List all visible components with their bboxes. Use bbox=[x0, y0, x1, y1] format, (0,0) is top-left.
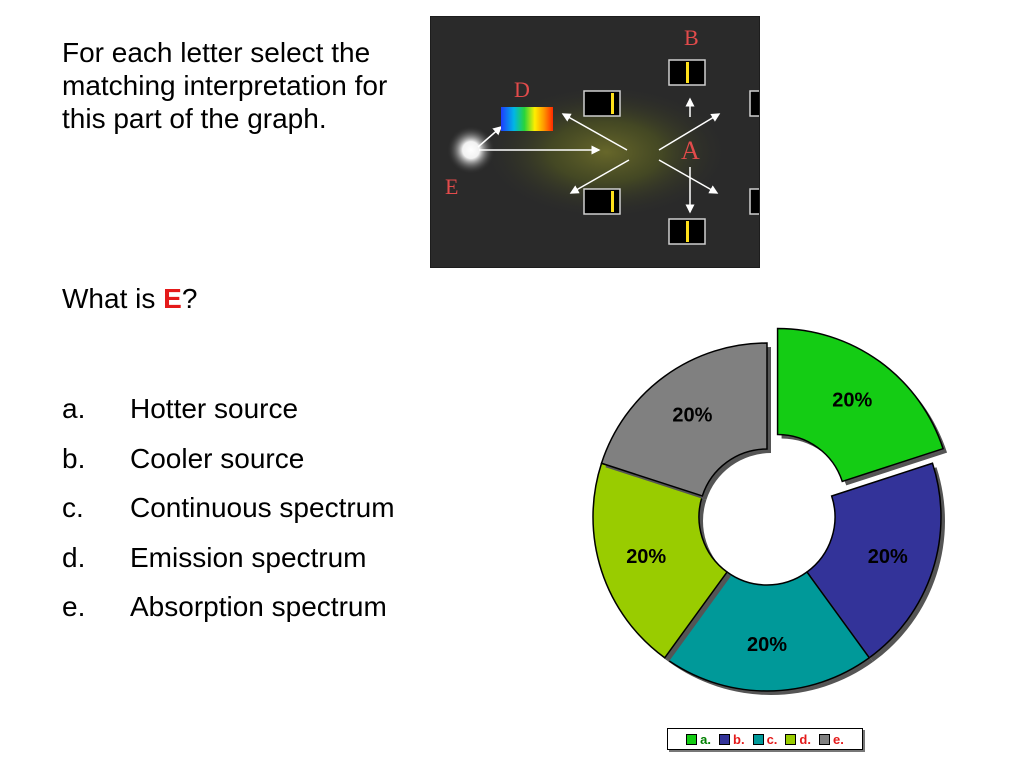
legend-swatch-c bbox=[752, 733, 764, 745]
label-e: E bbox=[445, 174, 458, 199]
ray-lower-left bbox=[569, 159, 630, 194]
emission-lines bbox=[611, 62, 689, 242]
legend-item-e: e. bbox=[818, 731, 844, 747]
answer-letter: e. bbox=[62, 591, 86, 622]
label-b: B bbox=[684, 25, 699, 50]
legend-item-b: b. bbox=[719, 732, 745, 747]
legend-label-c: c. bbox=[766, 731, 778, 747]
answer-letter: c. bbox=[62, 492, 84, 523]
ray-upper-left bbox=[561, 113, 628, 151]
answer-text: Continuous spectrum bbox=[130, 492, 395, 523]
legend-label-d: d. bbox=[799, 731, 811, 747]
question-line: What is E? bbox=[62, 282, 197, 315]
emission-box-lower-left bbox=[583, 188, 621, 215]
slice-e bbox=[600, 342, 768, 497]
answer-text: Absorption spectrum bbox=[130, 591, 387, 622]
answer-text: Emission spectrum bbox=[130, 541, 367, 573]
donut-slice-a: 20% bbox=[776, 327, 948, 486]
donut-slice-c: 20% bbox=[663, 570, 874, 695]
label-a: A bbox=[681, 136, 700, 165]
answer-letter: a. bbox=[62, 393, 86, 424]
question-highlight-letter: E bbox=[163, 283, 182, 314]
answer-letter: d. bbox=[62, 541, 86, 573]
legend-swatch-a bbox=[686, 733, 698, 745]
donut-slice-d: 20% bbox=[592, 462, 732, 662]
emission-box-lower-right bbox=[749, 188, 759, 215]
answer-text: Cooler source bbox=[130, 442, 305, 474]
question-suffix: ? bbox=[181, 283, 198, 314]
slice-b bbox=[805, 462, 942, 659]
slice-a bbox=[776, 327, 945, 483]
legend-label-e: e. bbox=[832, 731, 844, 747]
legend-label-b: b. bbox=[733, 731, 745, 747]
spectra-diagram-svg: B D C A E bbox=[445, 25, 759, 245]
ray-lower-right bbox=[658, 159, 719, 194]
data-label: 20% bbox=[626, 546, 666, 568]
donut-slice-e: 20% bbox=[600, 342, 771, 500]
spectrum-d bbox=[501, 107, 553, 131]
donut-slice-b: 20% bbox=[805, 462, 945, 662]
data-label: 20% bbox=[747, 634, 787, 656]
emission-box-upper-right bbox=[749, 90, 759, 117]
answer-text: Hotter source bbox=[130, 393, 299, 424]
legend-swatch-d bbox=[785, 733, 797, 745]
question-prefix: What is bbox=[62, 283, 164, 314]
emission-line bbox=[611, 191, 614, 212]
legend-item-d: d. bbox=[785, 732, 811, 747]
ray-to-d bbox=[477, 126, 503, 148]
emission-line bbox=[686, 62, 689, 83]
legend-swatch-e bbox=[818, 733, 830, 745]
ray-upper-right bbox=[658, 113, 721, 151]
answer-distribution-chart: 20% 20% 20% 20% 20% bbox=[585, 305, 955, 705]
answer-option-e[interactable]: e. Absorption spectrum bbox=[62, 582, 395, 632]
data-label: 20% bbox=[832, 390, 872, 412]
legend-item-a: a. bbox=[686, 732, 711, 747]
legend-item-c: c. bbox=[752, 731, 778, 747]
star-source bbox=[447, 126, 495, 174]
emission-line bbox=[611, 93, 614, 114]
label-d: D bbox=[514, 77, 530, 102]
spectra-diagram: B D C A E bbox=[431, 17, 759, 267]
donut-chart-svg: 20% 20% 20% 20% 20% bbox=[592, 327, 948, 695]
answer-option-a[interactable]: a. Hotter source bbox=[62, 384, 395, 434]
answer-option-c[interactable]: c. Continuous spectrum bbox=[62, 483, 395, 533]
legend-label-a: a. bbox=[700, 731, 712, 747]
chart-legend: a. b. c. d. e. bbox=[667, 728, 863, 750]
emission-line bbox=[686, 221, 689, 242]
answer-option-d[interactable]: d. Emission spectrum bbox=[62, 533, 395, 583]
answer-option-b[interactable]: b. Cooler source bbox=[62, 434, 395, 484]
slice-d bbox=[592, 462, 729, 659]
legend-swatch-b bbox=[719, 733, 731, 745]
question-prompt: For each letter select the matching inte… bbox=[62, 37, 388, 134]
answer-list: a. Hotter source b. Cooler source c. Contin… bbox=[62, 384, 395, 632]
data-label: 20% bbox=[672, 404, 712, 426]
emission-box-upper-left bbox=[583, 90, 621, 117]
answer-letter: b. bbox=[62, 442, 86, 474]
data-label: 20% bbox=[868, 546, 908, 568]
slice-c bbox=[663, 570, 871, 692]
